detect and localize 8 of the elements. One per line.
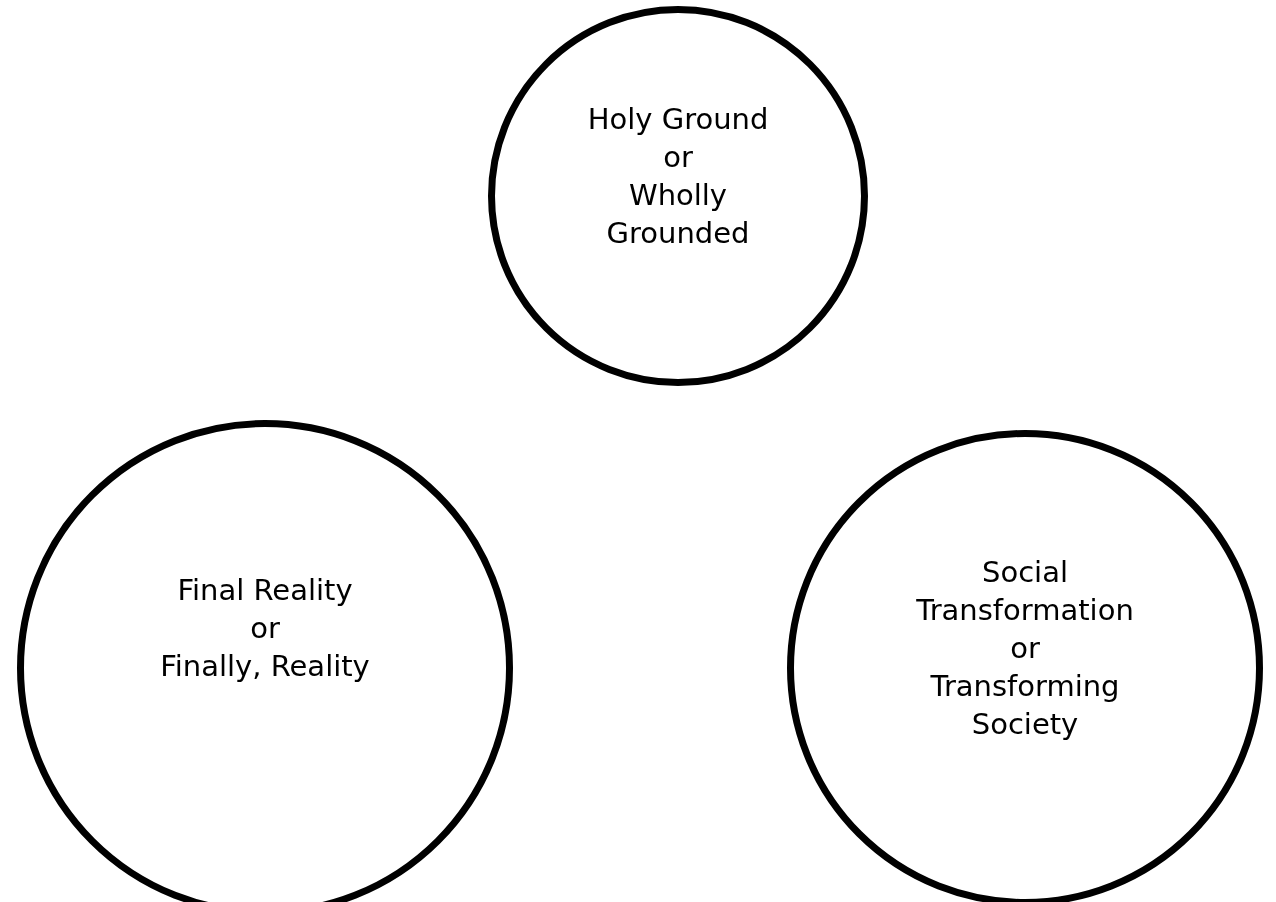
node-text: or (1010, 630, 1040, 667)
node-text: Finally, Reality (160, 648, 370, 685)
node-text: Final Reality (177, 572, 353, 609)
node-text: Transforming Society (929, 668, 1121, 743)
node-text: or (663, 139, 693, 176)
node-text: Wholly Grounded (605, 177, 751, 252)
node-text: Holy Ground (587, 101, 769, 138)
node-text: or (250, 610, 280, 647)
